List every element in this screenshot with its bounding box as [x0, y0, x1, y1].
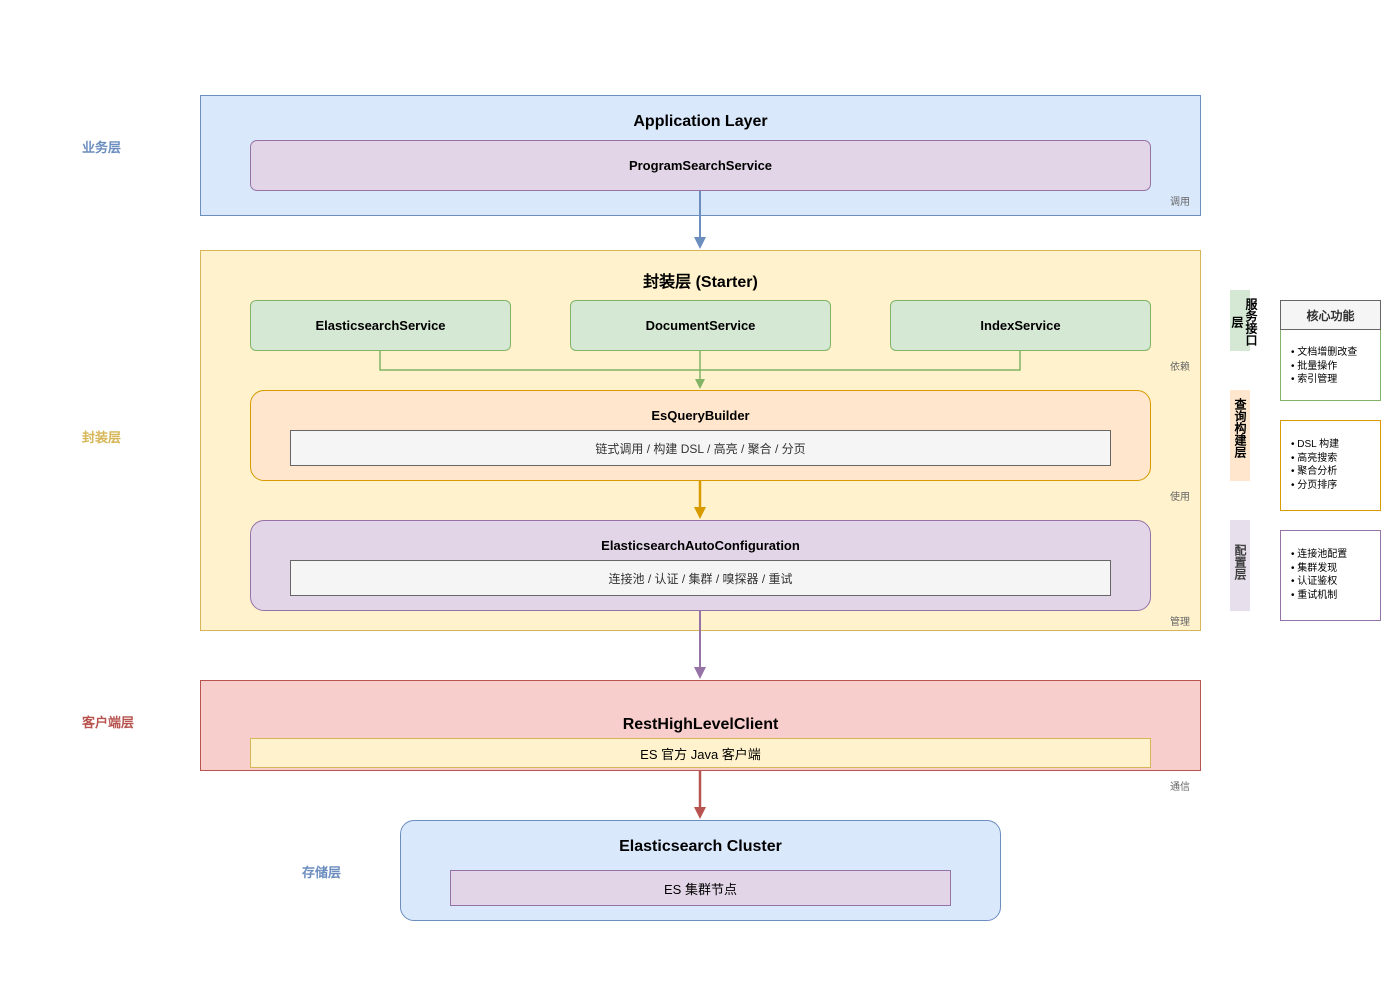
- legend-query-layer-label: 查询构建层: [1230, 390, 1250, 481]
- legend-query-item: DSL 构建: [1291, 438, 1339, 452]
- legend-core-title: 核心功能: [1280, 300, 1381, 330]
- legend-query-item: 聚合分析: [1291, 465, 1339, 479]
- elasticsearch-cluster-title: Elasticsearch Cluster: [619, 838, 782, 855]
- arrow-communicate-head: [694, 807, 706, 819]
- client-layer-container: RestHighLevelClient ES 官方 Java 客户端: [200, 680, 1201, 771]
- arrow-call-head: [694, 237, 706, 249]
- edge-label-call: 调用: [1170, 197, 1190, 208]
- legend-query-layer-text: 查询构建层: [1233, 398, 1247, 458]
- legend-query-item: 高亮搜索: [1291, 452, 1339, 466]
- edge-label-manage: 管理: [1170, 617, 1190, 628]
- legend-core-box: 核心功能 文档增删改查 批量操作 索引管理: [1280, 300, 1381, 401]
- auto-configuration-title: ElasticsearchAutoConfiguration: [601, 538, 800, 553]
- client-layer-title: RestHighLevelClient: [622, 716, 779, 733]
- auto-configuration-node[interactable]: ElasticsearchAutoConfiguration 连接池 / 认证 …: [250, 520, 1151, 611]
- depend-arrow-head: [695, 379, 705, 389]
- legend-query-box: DSL 构建 高亮搜索 聚合分析 分页排序: [1280, 420, 1381, 511]
- arrow-manage-head: [694, 667, 706, 679]
- es-query-builder-node[interactable]: EsQueryBuilder 链式调用 / 构建 DSL / 高亮 / 聚合 /…: [250, 390, 1151, 481]
- legend-config-list: 连接池配置 集群发现 认证鉴权 重试机制: [1291, 548, 1347, 602]
- application-layer-title: Application Layer: [633, 113, 768, 130]
- elasticsearch-cluster-node[interactable]: Elasticsearch Cluster ES 集群节点: [400, 820, 1001, 921]
- legend-core-item: 索引管理: [1291, 373, 1357, 387]
- layer-label-client: 客户端层: [82, 715, 135, 730]
- edge-label-use: 使用: [1170, 492, 1190, 503]
- legend-service-layer-text: 服务接口层: [1230, 297, 1258, 346]
- elasticsearch-service-label: ElasticsearchService: [315, 318, 446, 333]
- elasticsearch-service-node[interactable]: ElasticsearchService: [250, 300, 511, 351]
- starter-layer-title: 封装层 (Starter): [643, 274, 758, 291]
- auto-configuration-desc: 连接池 / 认证 / 集群 / 嗅探器 / 重试: [290, 560, 1111, 596]
- legend-config-box: 连接池配置 集群发现 认证鉴权 重试机制: [1280, 530, 1381, 621]
- es-query-builder-desc: 链式调用 / 构建 DSL / 高亮 / 聚合 / 分页: [290, 430, 1111, 466]
- legend-config-item: 重试机制: [1291, 589, 1347, 603]
- layer-label-wrapper: 封装层: [82, 430, 122, 445]
- program-search-service-node[interactable]: ProgramSearchService: [250, 140, 1151, 191]
- document-service-label: DocumentService: [645, 318, 756, 333]
- layer-label-business: 业务层: [82, 140, 122, 155]
- edge-label-communicate: 通信: [1170, 782, 1190, 793]
- cluster-nodes-label: ES 集群节点: [664, 881, 737, 897]
- edge-label-depend: 依赖: [1170, 362, 1190, 373]
- es-query-builder-title: EsQueryBuilder: [651, 408, 750, 423]
- legend-config-item: 连接池配置: [1291, 548, 1347, 562]
- legend-core-item: 批量操作: [1291, 360, 1357, 374]
- legend-config-item: 认证鉴权: [1291, 575, 1347, 589]
- legend-core-item: 文档增删改查: [1291, 346, 1357, 360]
- layer-label-storage: 存储层: [302, 865, 342, 880]
- client-layer-desc: ES 官方 Java 客户端: [250, 738, 1151, 768]
- document-service-node[interactable]: DocumentService: [570, 300, 831, 351]
- legend-query-list: DSL 构建 高亮搜索 聚合分析 分页排序: [1291, 438, 1339, 492]
- legend-core-title-text: 核心功能: [1306, 308, 1355, 323]
- index-service-node[interactable]: IndexService: [890, 300, 1151, 351]
- legend-service-layer-label: 服务接口层: [1230, 290, 1258, 351]
- program-search-service-label: ProgramSearchService: [628, 158, 773, 173]
- index-service-label: IndexService: [980, 318, 1061, 333]
- client-layer-desc-text: ES 官方 Java 客户端: [640, 746, 761, 762]
- legend-config-layer-text: 配置层: [1233, 544, 1247, 580]
- cluster-nodes-box: ES 集群节点: [450, 870, 951, 906]
- arrow-use-head: [694, 507, 706, 519]
- legend-core-list: 文档增删改查 批量操作 索引管理: [1291, 346, 1357, 387]
- legend-config-layer-label: 配置层: [1230, 520, 1250, 611]
- legend-config-item: 集群发现: [1291, 562, 1347, 576]
- legend-query-item: 分页排序: [1291, 479, 1339, 493]
